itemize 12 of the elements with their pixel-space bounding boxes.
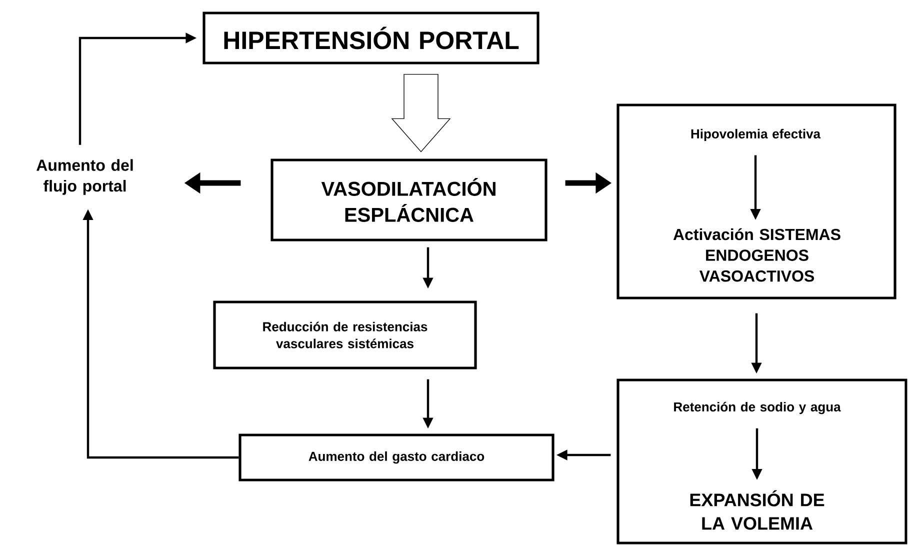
process-text: Aumento del flujo portal <box>36 159 133 195</box>
process-box: HIPERTENSIÓN PORTAL <box>202 12 540 64</box>
group-box <box>616 378 908 544</box>
process-box: VASODILATACIÓN ESPLÁCNICA <box>270 158 548 242</box>
process-box: Reducción de resistencias vasculares sistémicas <box>213 300 477 370</box>
process-text: EXPANSIÓN DE LA VOLEMIA <box>690 490 824 530</box>
process-text: Hipovolemia efectiva <box>691 128 821 142</box>
process-text: Activación SISTEMAS ENDOGENOS VASOACTIVOS <box>673 228 840 282</box>
group-box <box>616 104 896 300</box>
block-arrow <box>391 74 451 152</box>
process-text: Retención de sodio y agua <box>674 402 841 414</box>
process-box: Aumento del gasto cardiaco <box>238 434 554 482</box>
